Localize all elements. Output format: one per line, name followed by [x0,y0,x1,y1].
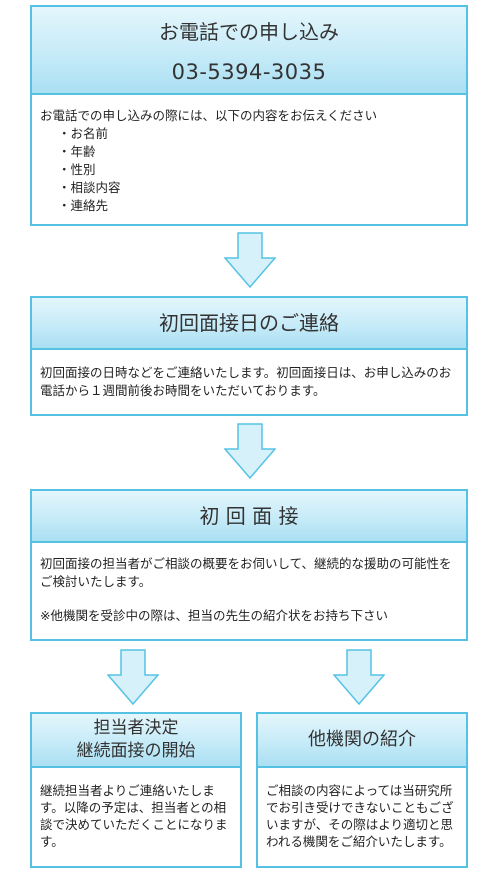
list-item: お名前 [58,125,458,143]
step2-header: 初回面接日のご連絡 [32,298,466,350]
step1-box: お電話での申し込み 03-5394-3035 お電話での申し込みの際には、以下の… [30,5,468,226]
down-arrow-icon [333,649,385,705]
step1-header: お電話での申し込み 03-5394-3035 [32,7,466,95]
step4b-box: 他機関の紹介 ご相談の内容によっては当研究所でお引き受けできないこともございます… [256,712,468,868]
step2-box: 初回面接日のご連絡 初回面接の日時などをご連絡いたします。初回面接日は、お申し込… [30,296,468,416]
step3-note: ※他機関を受診中の際は、担当の先生の紹介状をお持ち下さい [40,608,388,624]
step4a-text: 継続担当者よりご連絡いたします。以降の予定は、担当者との相談で決めていただくこと… [40,783,228,849]
list-item: 連絡先 [58,197,458,215]
step4a-box: 担当者決定 継続面接の開始 継続担当者よりご連絡いたします。以降の予定は、担当者… [30,712,242,868]
step4a-title-line1: 担当者決定 [93,718,179,738]
step1-title: お電話での申し込み [159,20,339,44]
down-arrow-icon [224,423,276,479]
down-arrow-icon [107,649,159,705]
step3-header: 初 回 面 接 [32,491,466,543]
step1-body: お電話での申し込みの際には、以下の内容をお伝えください お名前 年齢 性別 相談… [32,95,466,215]
step3-body: 初回面接の担当者がご相談の概要をお伺いして、継続的な援助の可能性をご検討いたしま… [32,543,466,625]
down-arrow-icon [224,232,276,288]
step4b-title: 他機関の紹介 [308,729,416,750]
list-item: 性別 [58,161,458,179]
step4a-title-line2: 継続面接の開始 [76,741,196,761]
phone-number: 03-5394-3035 [171,60,327,84]
step3-text: 初回面接の担当者がご相談の概要をお伺いして、継続的な援助の可能性をご検討いたしま… [40,556,452,590]
list-item: 相談内容 [58,179,458,197]
step2-text: 初回面接の日時などをご連絡いたします。初回面接日は、お申し込みのお電話から１週間… [40,365,452,399]
list-item: 年齢 [58,143,458,161]
step3-box: 初 回 面 接 初回面接の担当者がご相談の概要をお伺いして、継続的な援助の可能性… [30,489,468,641]
step4b-text: ご相談の内容によっては当研究所でお引き受けできないこともございますが、その際はよ… [266,783,454,849]
step1-item-list: お名前 年齢 性別 相談内容 連絡先 [40,125,458,215]
step3-title: 初 回 面 接 [199,504,299,528]
step4a-header: 担当者決定 継続面接の開始 [32,714,240,768]
step2-title: 初回面接日のご連絡 [159,311,339,335]
step4b-header: 他機関の紹介 [258,714,466,768]
step1-intro: お電話での申し込みの際には、以下の内容をお伝えください [40,108,378,123]
